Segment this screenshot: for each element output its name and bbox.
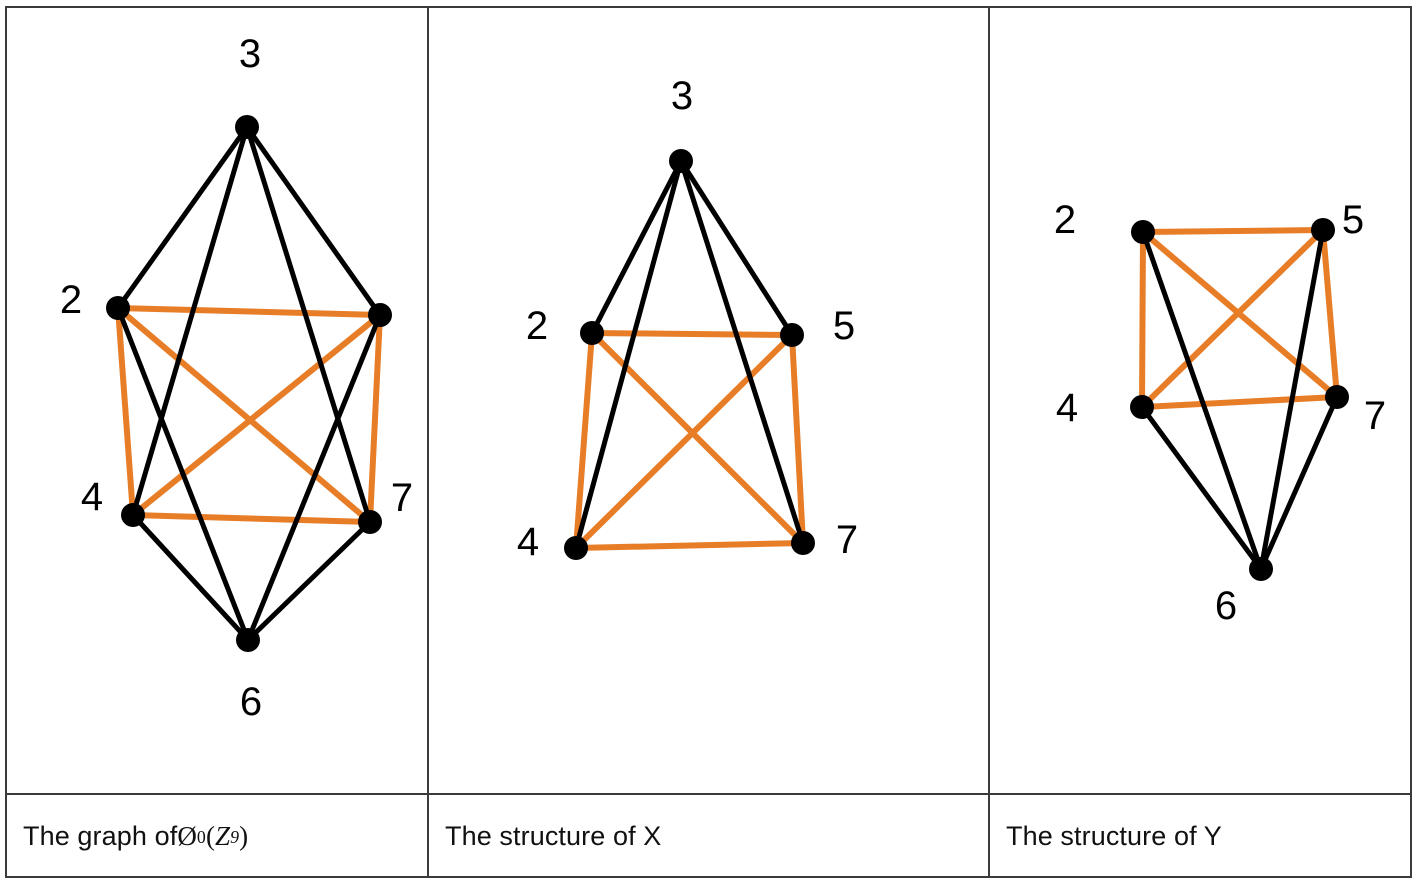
node-label-2: 2 — [59, 278, 83, 322]
edge-orange-5-4 — [1139, 227, 1326, 410]
caption-close-paren: ) — [239, 821, 249, 851]
caption-prefix-text: The graph of — [23, 821, 178, 851]
graph-node-4 — [564, 536, 588, 560]
edge-black-3-5 — [244, 124, 383, 318]
node-label-7: 7 — [1363, 394, 1387, 438]
edge-black-3-5 — [678, 158, 795, 338]
graph-node-5 — [1311, 218, 1335, 242]
edge-black-6-5 — [245, 312, 383, 643]
edge-orange-4-5 — [573, 332, 795, 551]
edge-black-3-7 — [244, 124, 373, 525]
graph-node-2 — [1131, 220, 1155, 244]
edge-black-3-7 — [678, 158, 806, 546]
graph-node-4 — [1130, 395, 1154, 419]
graph-node-2 — [106, 296, 130, 320]
graph-node-3 — [235, 115, 259, 139]
edge-black-6-2 — [115, 305, 251, 643]
node-label-5: 5 — [832, 304, 856, 348]
edge-black-6-7 — [1258, 394, 1340, 572]
edge-black-6-4 — [130, 512, 251, 643]
edge-orange-2-5 — [589, 330, 795, 338]
edge-orange-4-7 — [1139, 394, 1340, 410]
table-row-divider — [5, 793, 1412, 795]
node-label-6: 6 — [1214, 584, 1238, 628]
edge-orange-2-4 — [1139, 229, 1146, 410]
caption-structure-x: The structure of X — [429, 795, 1002, 878]
graph-cell-phi0-Z9: 3 2 4 7 6 — [7, 8, 425, 791]
graph-svg-phi0-Z9 — [106, 115, 392, 652]
graph-cell-structure-x: 3 2 5 4 7 — [429, 8, 986, 791]
graph-node-5 — [780, 323, 804, 347]
edge-orange-2-5 — [1140, 227, 1326, 235]
edge-black-3-4 — [130, 124, 250, 518]
graph-node-4 — [121, 503, 145, 527]
node-label-2: 2 — [525, 304, 549, 348]
node-label-6: 6 — [239, 680, 263, 724]
edge-orange-2-5 — [115, 305, 383, 318]
edge-orange-4-7 — [130, 512, 373, 525]
edge-orange-5-7 — [1320, 227, 1340, 400]
edge-orange-2-4 — [115, 305, 136, 518]
edge-orange-5-7 — [367, 312, 383, 525]
graph-node-6 — [1249, 557, 1273, 581]
graph-node-7 — [791, 531, 815, 555]
node-label-2: 2 — [1053, 198, 1077, 242]
node-label-7: 7 — [835, 518, 859, 562]
graph-cell-structure-y: 2 5 4 7 6 — [990, 8, 1410, 791]
graph-node-5 — [368, 303, 392, 327]
graph-svg-structure-x — [564, 149, 815, 560]
graph-svg-structure-y — [1130, 218, 1349, 581]
edge-black-3-2 — [115, 124, 250, 311]
node-label-3: 3 — [238, 32, 262, 76]
graph-node-7 — [358, 510, 382, 534]
graph-node-3 — [669, 149, 693, 173]
caption-structure-x-text: The structure of X — [445, 821, 662, 851]
edge-black-6-5 — [1258, 227, 1326, 572]
node-label-7: 7 — [390, 476, 414, 520]
edge-orange-4-5 — [130, 312, 383, 518]
caption-Z-symbol: Z — [215, 821, 231, 851]
node-label-4: 4 — [1055, 386, 1079, 430]
edge-orange-2-7 — [115, 305, 373, 525]
edge-orange-4-7 — [573, 540, 806, 551]
edge-black-6-2 — [1140, 229, 1264, 572]
edge-orange-2-4 — [573, 330, 595, 551]
edge-black-3-4 — [573, 158, 684, 551]
caption-phi-symbol: Ø — [177, 821, 197, 851]
node-label-4: 4 — [516, 520, 540, 564]
node-label-5: 5 — [1341, 198, 1365, 242]
caption-structure-y: The structure of Y — [990, 795, 1417, 878]
edge-black-6-7 — [245, 519, 373, 643]
node-label-3: 3 — [670, 74, 694, 118]
graph-node-7 — [1325, 385, 1349, 409]
table-frame — [5, 6, 1412, 878]
table-column-divider-1 — [427, 6, 429, 878]
caption-open-paren: ( — [205, 821, 216, 851]
edge-orange-5-7 — [789, 332, 806, 546]
node-label-4: 4 — [80, 475, 104, 519]
graph-node-2 — [580, 321, 604, 345]
table-column-divider-2 — [988, 6, 990, 878]
graph-node-6 — [236, 628, 260, 652]
edge-black-3-2 — [589, 158, 684, 336]
caption-structure-y-text: The structure of Y — [1006, 821, 1222, 851]
edge-black-6-4 — [1139, 404, 1264, 572]
